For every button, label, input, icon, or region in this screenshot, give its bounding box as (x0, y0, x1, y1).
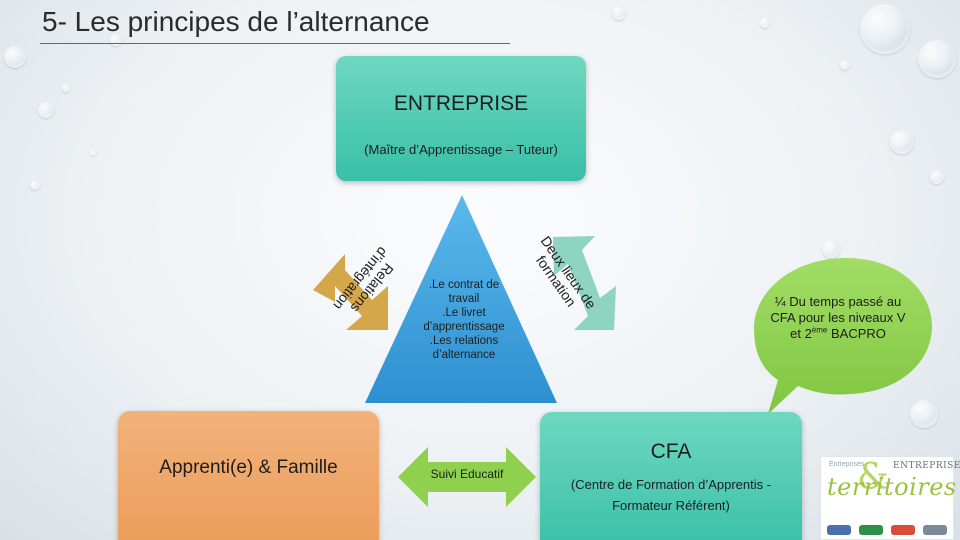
partner-logos (827, 525, 947, 535)
cfa-box: CFA (Centre de Formation d’Apprentis - F… (540, 412, 802, 540)
water-drop-decoration (860, 4, 910, 54)
cfa-title: CFA (650, 440, 692, 463)
water-drop-decoration (918, 40, 956, 78)
logo-caps-text: ENTREPRISES (893, 461, 960, 471)
entreprises-territoires-logo: Entreprises & ENTREPRISES territoires (820, 456, 960, 540)
water-drop-decoration (90, 150, 96, 156)
water-drop-decoration (910, 400, 938, 428)
water-drop-decoration (930, 170, 944, 184)
bubble-text-end: BACPRO (827, 326, 886, 341)
logo-small-text: Entreprises (829, 461, 865, 468)
title-underline (40, 43, 510, 44)
entreprise-title: ENTREPRISE (393, 92, 529, 115)
bubble-superscript: ème (811, 325, 828, 335)
logo-ampersand-icon: & (857, 457, 890, 498)
cfa-subtitle: (Centre de Formation d’Apprentis - Forma… (570, 477, 772, 513)
triangle-content: .Le contrat de travail .Le livret d’appr… (414, 278, 514, 362)
right-double-arrow (553, 236, 616, 330)
triangle-line: .Le livret d’apprentissage (423, 307, 505, 333)
central-triangle (365, 195, 557, 403)
entreprise-box: ENTREPRISE (Maître d’Apprentissage – Tut… (336, 56, 586, 181)
partner-logo-icon (859, 525, 883, 535)
water-drop-decoration (760, 18, 770, 28)
bubble-text: ¼ Du temps passé au CFA pour les niveaux… (768, 294, 908, 342)
water-drop-decoration (62, 84, 70, 92)
partner-logo-icon (827, 525, 851, 535)
speech-bubble (754, 258, 932, 414)
water-drop-decoration (38, 102, 54, 118)
partner-logo-icon (891, 525, 915, 535)
bubble-text-main: ¼ Du temps passé au CFA pour les niveaux… (770, 294, 906, 341)
left-double-arrow (313, 254, 388, 330)
triangle-line: .Les relations d’alternance (429, 335, 499, 361)
bottom-arrow-label: Suivi Educatif (430, 467, 504, 481)
water-drop-decoration (612, 6, 626, 20)
entreprise-subtitle: (Maître d’Apprentissage – Tuteur) (364, 142, 558, 157)
slide-title: 5- Les principes de l’alternance (42, 6, 430, 37)
partner-logo-icon (923, 525, 947, 535)
water-drop-decoration (30, 180, 40, 190)
triangle-line: .Le contrat de travail (428, 279, 500, 305)
water-drop-decoration (890, 130, 914, 154)
water-drop-decoration (822, 240, 840, 258)
apprenti-box: Apprenti(e) & Famille (118, 411, 379, 540)
logo-script-text: territoires (827, 473, 957, 501)
water-drop-decoration (4, 46, 26, 68)
bottom-double-arrow (398, 447, 536, 507)
apprenti-title: Apprenti(e) & Famille (159, 457, 338, 478)
water-drop-decoration (840, 60, 850, 70)
